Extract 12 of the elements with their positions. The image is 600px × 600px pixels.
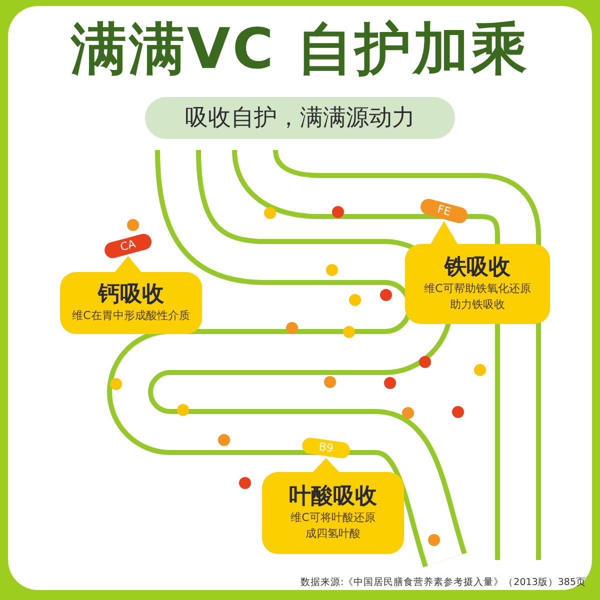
subtitle-banner: 吸收自护，满满源动力 <box>145 97 455 139</box>
speech-bubble <box>262 472 404 554</box>
bubble-text: 维C可帮助铁氧化还原助力铁吸收 <box>423 281 532 314</box>
bubble-heading: 叶酸吸收 <box>288 484 378 510</box>
speech-bubble <box>405 244 550 324</box>
title: 满满VC 自护加乘 <box>70 16 530 84</box>
bubble-text: 维C可将叶酸还原成四氢叶酸 <box>290 510 376 542</box>
bubble-tail <box>430 221 458 245</box>
bubble-heading: 钙吸收 <box>96 282 165 308</box>
bubble-heading: 铁吸收 <box>442 254 512 282</box>
bubble-text: 维C在胃中形成酸性介质 <box>71 308 191 324</box>
speech-bubble <box>60 272 202 334</box>
